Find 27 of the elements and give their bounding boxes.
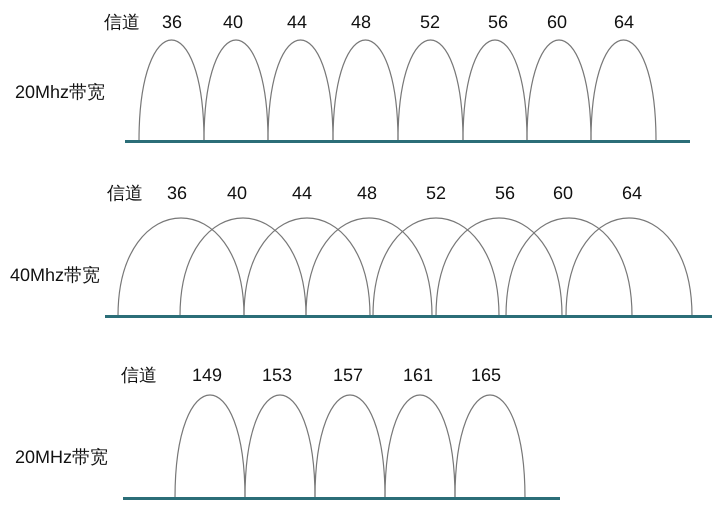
channel-label: 52 — [420, 13, 440, 31]
channel-label: 36 — [166, 184, 188, 202]
channel-label: 36 — [162, 13, 182, 31]
channel-label: 信道 — [121, 366, 157, 384]
channel-label: 48 — [350, 13, 372, 31]
channel-label: 44 — [292, 184, 312, 202]
channel-label: 40 — [226, 184, 248, 202]
channel-label: 60 — [552, 184, 574, 202]
channel-label: 信道 — [107, 184, 143, 202]
channel-label: 64 — [622, 184, 642, 202]
channel-label: 157 — [332, 366, 364, 384]
channel-label: 56 — [494, 184, 516, 202]
channel-label: 153 — [262, 366, 292, 384]
bandwidth-label: 20Mhz带宽 — [15, 83, 106, 101]
channel-label: 52 — [426, 184, 446, 202]
channel-label: 149 — [192, 366, 222, 384]
channel-label: 信道 — [104, 13, 140, 31]
channel-label: 165 — [470, 366, 502, 384]
channel-label: 56 — [488, 13, 508, 31]
bandwidth-label: 40Mhz带宽 — [10, 266, 100, 284]
channel-label: 40 — [222, 13, 244, 31]
channel-label: 64 — [614, 13, 634, 31]
channel-label: 48 — [356, 184, 378, 202]
channel-label: 161 — [402, 366, 434, 384]
channel-label: 60 — [546, 13, 568, 31]
bandwidth-label: 20MHz带宽 — [15, 448, 108, 466]
channel-label: 44 — [286, 13, 308, 31]
